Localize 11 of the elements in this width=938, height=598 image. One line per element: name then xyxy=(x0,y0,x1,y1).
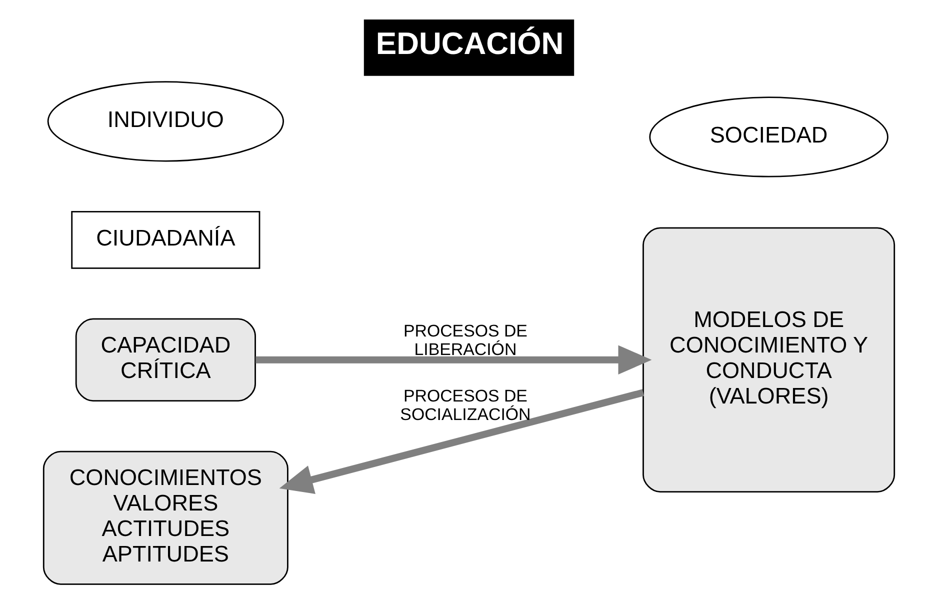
diagram-title: EDUCACIÓN xyxy=(376,26,564,62)
arrow xyxy=(279,389,644,494)
node-box: CONOCIMIENTOS VALORES ACTITUDES APTITUDES xyxy=(42,450,288,585)
node-box: MODELOS DE CONOCIMIENTO Y CONDUCTA (VALORES) xyxy=(642,227,896,492)
node-ellipse: SOCIEDAD xyxy=(649,96,888,178)
edge-label: PROCESOS DE SOCIALIZACIÓN xyxy=(400,386,531,424)
node-ellipse: INDIVIDUO xyxy=(47,81,284,162)
arrow xyxy=(256,345,652,374)
node-box: CIUDADANÍA xyxy=(71,211,260,269)
node-box: CAPACIDAD CRÍTICA xyxy=(75,318,256,402)
edge-label: PROCESOS DE LIBERACIÓN xyxy=(403,322,528,360)
